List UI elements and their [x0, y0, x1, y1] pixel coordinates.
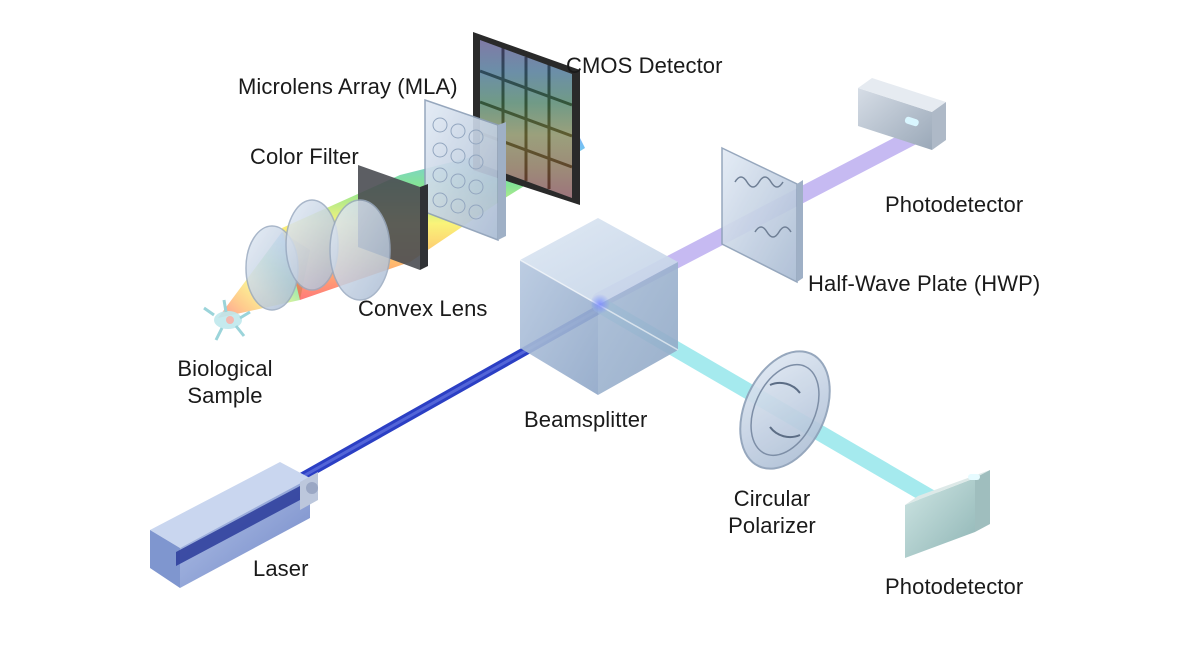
- biological-sample-label-line1: Biological: [177, 356, 273, 381]
- circular-polarizer-label: Circular Polarizer: [712, 485, 832, 539]
- photodetector-top: [858, 78, 946, 150]
- color-filter-label: Color Filter: [250, 144, 359, 169]
- convex-lens-label: Convex Lens: [358, 296, 488, 321]
- biological-sample-label-line2: Sample: [187, 383, 263, 408]
- circular-polarizer-label-line1: Circular: [733, 486, 811, 511]
- biological-sample: [203, 299, 251, 341]
- convex-lens: [245, 199, 391, 311]
- microlens-array: [424, 98, 506, 242]
- beamsplitter-cube: [519, 218, 679, 395]
- half-wave-plate-label: Half-Wave Plate (HWP): [808, 271, 1041, 296]
- circular-polarizer: [739, 350, 831, 470]
- photodetector-bottom: [905, 470, 990, 558]
- laser-label: Laser: [253, 556, 309, 581]
- microlens-array-label: Microlens Array (MLA): [238, 74, 458, 99]
- photodetector-top-label: Photodetector: [885, 192, 1024, 217]
- photodetector-bottom-label: Photodetector: [885, 574, 1024, 599]
- cmos-detector-label: CMOS Detector: [566, 53, 723, 78]
- beamsplitter-label: Beamsplitter: [524, 407, 648, 432]
- laser-source: [150, 462, 318, 588]
- half-wave-plate: [721, 146, 803, 284]
- circular-polarizer-label-line2: Polarizer: [728, 513, 816, 538]
- biological-sample-label: Biological Sample: [170, 355, 280, 409]
